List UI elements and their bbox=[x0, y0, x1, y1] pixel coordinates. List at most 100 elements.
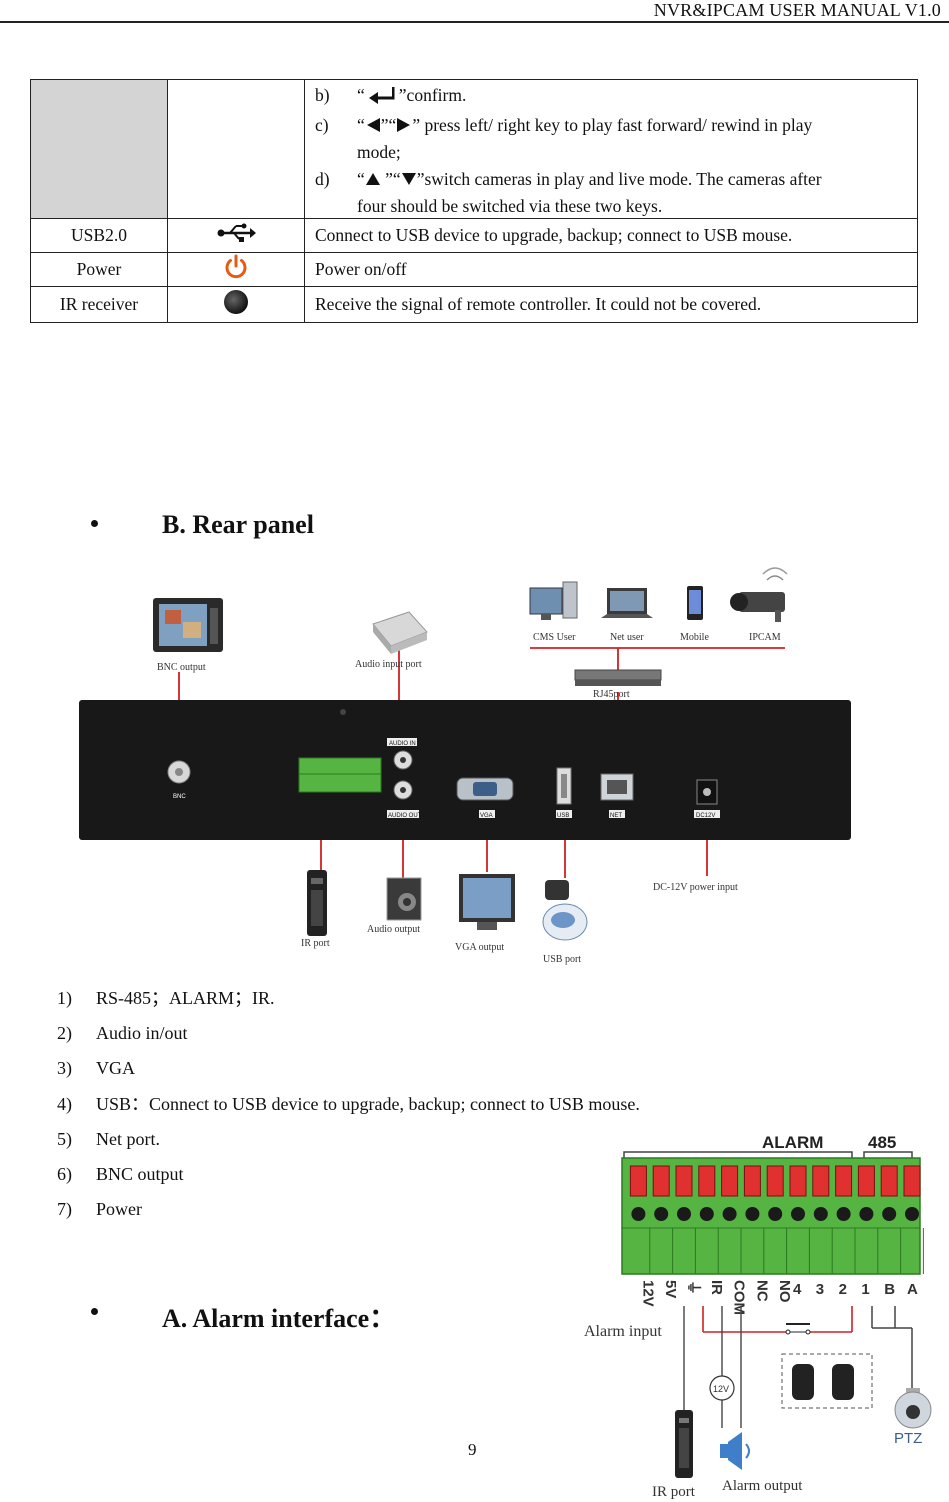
terminal-lever bbox=[744, 1166, 760, 1196]
ipcam-label: IPCAM bbox=[749, 632, 781, 643]
audio-in-tag: AUDIO IN bbox=[389, 741, 416, 747]
terminal-lever bbox=[630, 1166, 646, 1196]
sub-item-b: b) “”confirm. bbox=[315, 80, 909, 110]
ir-port-label: IR port bbox=[301, 938, 330, 949]
row-desc: Power on/off bbox=[305, 253, 918, 287]
table-row-keys: b) “”confirm. c) “”“” press left/ right … bbox=[31, 80, 918, 219]
left-arrow-icon bbox=[365, 116, 381, 134]
mobile-phone-icon bbox=[687, 586, 703, 620]
terminal-lever bbox=[790, 1166, 806, 1196]
network-switch-icon bbox=[575, 670, 661, 686]
terminal-lever bbox=[676, 1166, 692, 1196]
terminal-hole bbox=[745, 1207, 759, 1221]
row-desc: Connect to USB device to upgrade, backup… bbox=[305, 219, 918, 253]
manual-title: NVR&IPCAM USER MANUAL V1.0 bbox=[654, 0, 941, 21]
pin-label: NO bbox=[776, 1280, 793, 1303]
alarm-sensor-icon bbox=[782, 1354, 872, 1408]
list-item: 2)Audio in/out bbox=[57, 1019, 640, 1054]
terminal-lever bbox=[904, 1166, 920, 1196]
12v-label: 12V bbox=[713, 1384, 729, 1394]
row-name: Power bbox=[31, 253, 168, 287]
terminal-hole bbox=[814, 1207, 828, 1221]
terminal-hole bbox=[677, 1207, 691, 1221]
key-description-cell: b) “”confirm. c) “”“” press left/ right … bbox=[305, 80, 918, 219]
enter-key-icon bbox=[365, 86, 399, 104]
table-row-ir: IR receiver Receive the signal of remote… bbox=[31, 287, 918, 323]
net-tag: NET bbox=[610, 813, 622, 819]
cms-user-pc-icon bbox=[530, 582, 577, 620]
alarm-output-label: Alarm output bbox=[722, 1478, 803, 1494]
dc-power-connector: DC12V bbox=[694, 780, 720, 819]
terminal-hole bbox=[859, 1207, 873, 1221]
bnc-monitor-icon bbox=[153, 598, 223, 652]
list-item: 3)VGA bbox=[57, 1054, 640, 1089]
rs485-title: 485 bbox=[868, 1133, 896, 1152]
bnc-output-label: BNC output bbox=[157, 662, 206, 673]
alarm-terminal-block bbox=[299, 758, 381, 792]
pin-label: A bbox=[907, 1281, 918, 1298]
ir-remote-icon bbox=[307, 870, 327, 936]
net-user-laptop-icon bbox=[601, 588, 653, 618]
terminal-lever bbox=[836, 1166, 852, 1196]
ipcam-camera-icon bbox=[730, 568, 787, 622]
bullet-dot bbox=[91, 520, 98, 527]
pin-label: B bbox=[884, 1281, 895, 1298]
ir-port-label: IR port bbox=[652, 1484, 696, 1500]
dc-power-input-label: DC-12V power input bbox=[653, 882, 738, 893]
table-row-power: Power Power on/off bbox=[31, 253, 918, 287]
pin-label: 4 bbox=[793, 1281, 802, 1298]
table-row-usb: USB2.0 Connect to USB device to upgrade,… bbox=[31, 219, 918, 253]
cms-user-label: CMS User bbox=[533, 632, 576, 643]
list-item: 5)Net port. bbox=[57, 1125, 640, 1160]
rear-panel-list: 1)RS-485；ALARM；IR. 2)Audio in/out 3)VGA … bbox=[57, 984, 640, 1230]
terminal-lever bbox=[858, 1166, 874, 1196]
rj45-label: RJ45port bbox=[593, 689, 630, 700]
dc-tag: DC12V bbox=[696, 813, 715, 819]
usb-icon bbox=[216, 223, 256, 243]
row-desc: Receive the signal of remote controller.… bbox=[305, 287, 918, 323]
alarm-input-label: Alarm input bbox=[584, 1323, 662, 1340]
vga-output-label: VGA output bbox=[455, 942, 504, 953]
terminal-hole bbox=[905, 1207, 919, 1221]
terminal-hole bbox=[631, 1207, 645, 1221]
bnc-tag: BNC bbox=[173, 794, 186, 800]
alarm-interface-heading: A. Alarm interface： bbox=[162, 1298, 395, 1335]
rear-panel-diagram: BNC output Audio input port CMS User Net… bbox=[75, 560, 895, 970]
down-arrow-icon bbox=[401, 170, 417, 188]
terminal-hole bbox=[723, 1207, 737, 1221]
row-name: IR receiver bbox=[31, 287, 168, 323]
empty-cell bbox=[31, 80, 168, 219]
page-header: NVR&IPCAM USER MANUAL V1.0 bbox=[0, 0, 949, 23]
ptz-label: PTZ bbox=[894, 1430, 922, 1447]
pin-label: 1 bbox=[861, 1281, 869, 1298]
pin-label: 12V bbox=[639, 1280, 656, 1307]
usb-tag: USB bbox=[557, 813, 569, 819]
audio-out-tag: AUDIO OUT bbox=[388, 813, 422, 819]
pin-label: 3 bbox=[816, 1281, 824, 1298]
pin-label: 5V bbox=[662, 1280, 679, 1298]
ir-receiver-icon bbox=[222, 288, 250, 316]
alarm-title: ALARM bbox=[762, 1133, 823, 1152]
pin-label: 2 bbox=[839, 1281, 847, 1298]
terminal-hole bbox=[882, 1207, 896, 1221]
ptz-dome-camera-icon bbox=[895, 1388, 931, 1428]
terminal-lever bbox=[653, 1166, 669, 1196]
front-panel-table: b) “”confirm. c) “”“” press left/ right … bbox=[30, 79, 918, 323]
ir-remote-icon bbox=[675, 1410, 693, 1478]
terminal-hole bbox=[654, 1207, 668, 1221]
audio-input-port-label: Audio input port bbox=[355, 659, 422, 670]
pin-label: NC bbox=[753, 1280, 770, 1302]
right-arrow-icon bbox=[396, 116, 412, 134]
alarm-wiring bbox=[703, 1306, 852, 1332]
sub-item-d: d) “ ”“”switch cameras in play and live … bbox=[315, 164, 909, 218]
bullet-dot bbox=[91, 1308, 98, 1315]
alarm-speaker-icon bbox=[720, 1432, 749, 1470]
list-item: 6)BNC output bbox=[57, 1160, 640, 1195]
vga-monitor-icon bbox=[459, 874, 515, 930]
terminal-hole bbox=[768, 1207, 782, 1221]
terminal-lever bbox=[813, 1166, 829, 1196]
row-name: USB2.0 bbox=[31, 219, 168, 253]
terminal-lever bbox=[699, 1166, 715, 1196]
